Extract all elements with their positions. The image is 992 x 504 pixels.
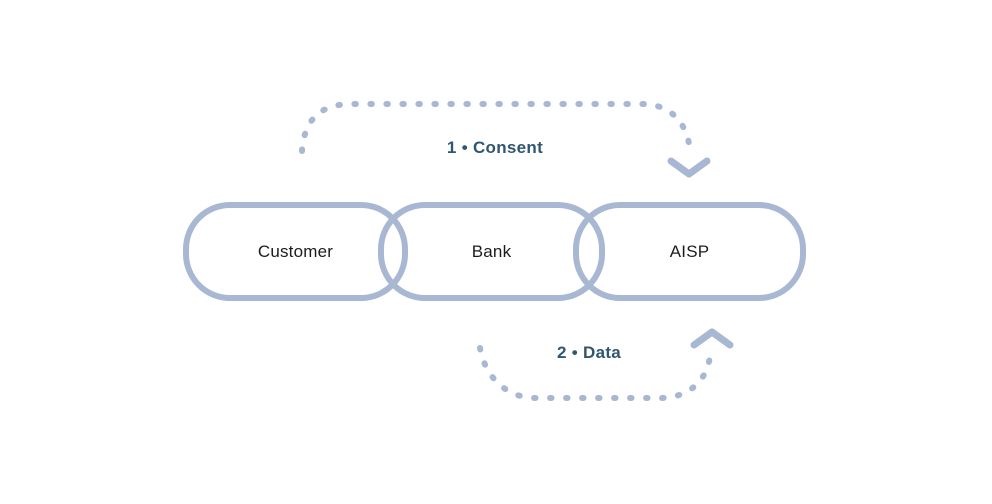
data-flow-dotted-arc bbox=[477, 345, 713, 401]
node-pill-aisp bbox=[573, 202, 806, 301]
consent-flow-dotted-arc bbox=[299, 101, 693, 154]
node-label-customer: Customer bbox=[257, 242, 334, 261]
node-pill-bank bbox=[378, 202, 605, 301]
node-label-bank: Bank bbox=[471, 242, 512, 261]
node-label-aisp: AISP bbox=[669, 242, 710, 261]
arrowhead-up-icon bbox=[690, 328, 734, 349]
node-pill-customer bbox=[183, 202, 408, 301]
arrowhead-down-icon bbox=[667, 157, 711, 178]
flow-label-consent: 1 • Consent bbox=[446, 138, 544, 157]
flow-label-data: 2 • Data bbox=[556, 343, 622, 362]
